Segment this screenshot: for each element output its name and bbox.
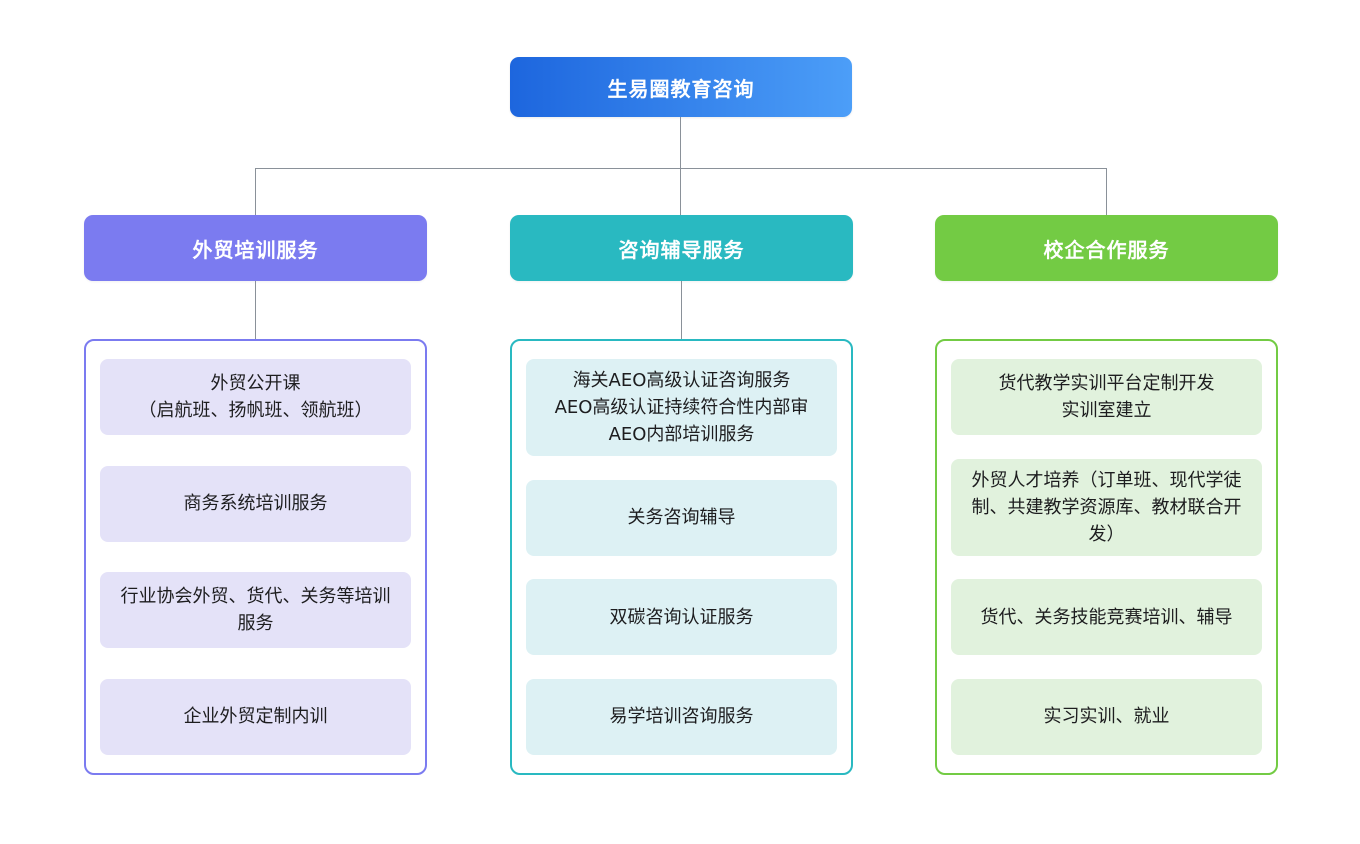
service-item: 企业外贸定制内训	[100, 678, 411, 755]
branch-header-label: 校企合作服务	[1043, 237, 1170, 262]
branch-container: 外贸公开课 （启航班、扬帆班、领航班） 商务系统培训服务 行业协会外贸、货代、关…	[84, 339, 427, 775]
root-node-label: 生易圈教育咨询	[607, 76, 755, 101]
service-item: 海关AEO高级认证咨询服务 AEO高级认证持续符合性内部审 AEO内部培训服务	[526, 359, 837, 456]
connector-header-to-container	[255, 281, 256, 339]
branch-school-enterprise: 校企合作服务 货代教学实训平台定制开发 实训室建立 外贸人才培养（订单班、现代学…	[935, 215, 1278, 775]
connector-root-stem	[680, 117, 681, 168]
connector-horizontal-line	[255, 168, 1107, 169]
connector-drop-right	[1106, 168, 1107, 215]
branch-container: 海关AEO高级认证咨询服务 AEO高级认证持续符合性内部审 AEO内部培训服务 …	[510, 339, 853, 775]
branch-trade-training: 外贸培训服务 外贸公开课 （启航班、扬帆班、领航班） 商务系统培训服务 行业协会…	[84, 215, 427, 775]
branch-header-label: 外贸培训服务	[192, 237, 319, 262]
service-item: 行业协会外贸、货代、关务等培训服务	[100, 572, 411, 649]
branch-header-label: 咨询辅导服务	[618, 237, 745, 262]
connector-drop-left	[255, 168, 256, 215]
connector-header-to-container	[681, 281, 682, 339]
service-item: 实习实训、就业	[951, 678, 1262, 755]
service-item: 易学培训咨询服务	[526, 678, 837, 755]
branch-container: 货代教学实训平台定制开发 实训室建立 外贸人才培养（订单班、现代学徒制、共建教学…	[935, 339, 1278, 775]
root-node: 生易圈教育咨询	[510, 57, 852, 117]
connector-drop-center	[680, 168, 681, 215]
service-item: 外贸公开课 （启航班、扬帆班、领航班）	[100, 359, 411, 435]
service-item: 外贸人才培养（订单班、现代学徒制、共建教学资源库、教材联合开发）	[951, 458, 1262, 556]
branch-consulting: 咨询辅导服务 海关AEO高级认证咨询服务 AEO高级认证持续符合性内部审 AEO…	[510, 215, 853, 775]
service-item: 双碳咨询认证服务	[526, 579, 837, 656]
branch-header: 咨询辅导服务	[510, 215, 853, 281]
service-item: 商务系统培训服务	[100, 465, 411, 542]
branch-header: 外贸培训服务	[84, 215, 427, 281]
service-item: 货代教学实训平台定制开发 实训室建立	[951, 359, 1262, 435]
branch-header-container-spacer	[1106, 281, 1107, 339]
service-item: 关务咨询辅导	[526, 479, 837, 556]
service-item: 货代、关务技能竞赛培训、辅导	[951, 579, 1262, 656]
branch-header: 校企合作服务	[935, 215, 1278, 281]
